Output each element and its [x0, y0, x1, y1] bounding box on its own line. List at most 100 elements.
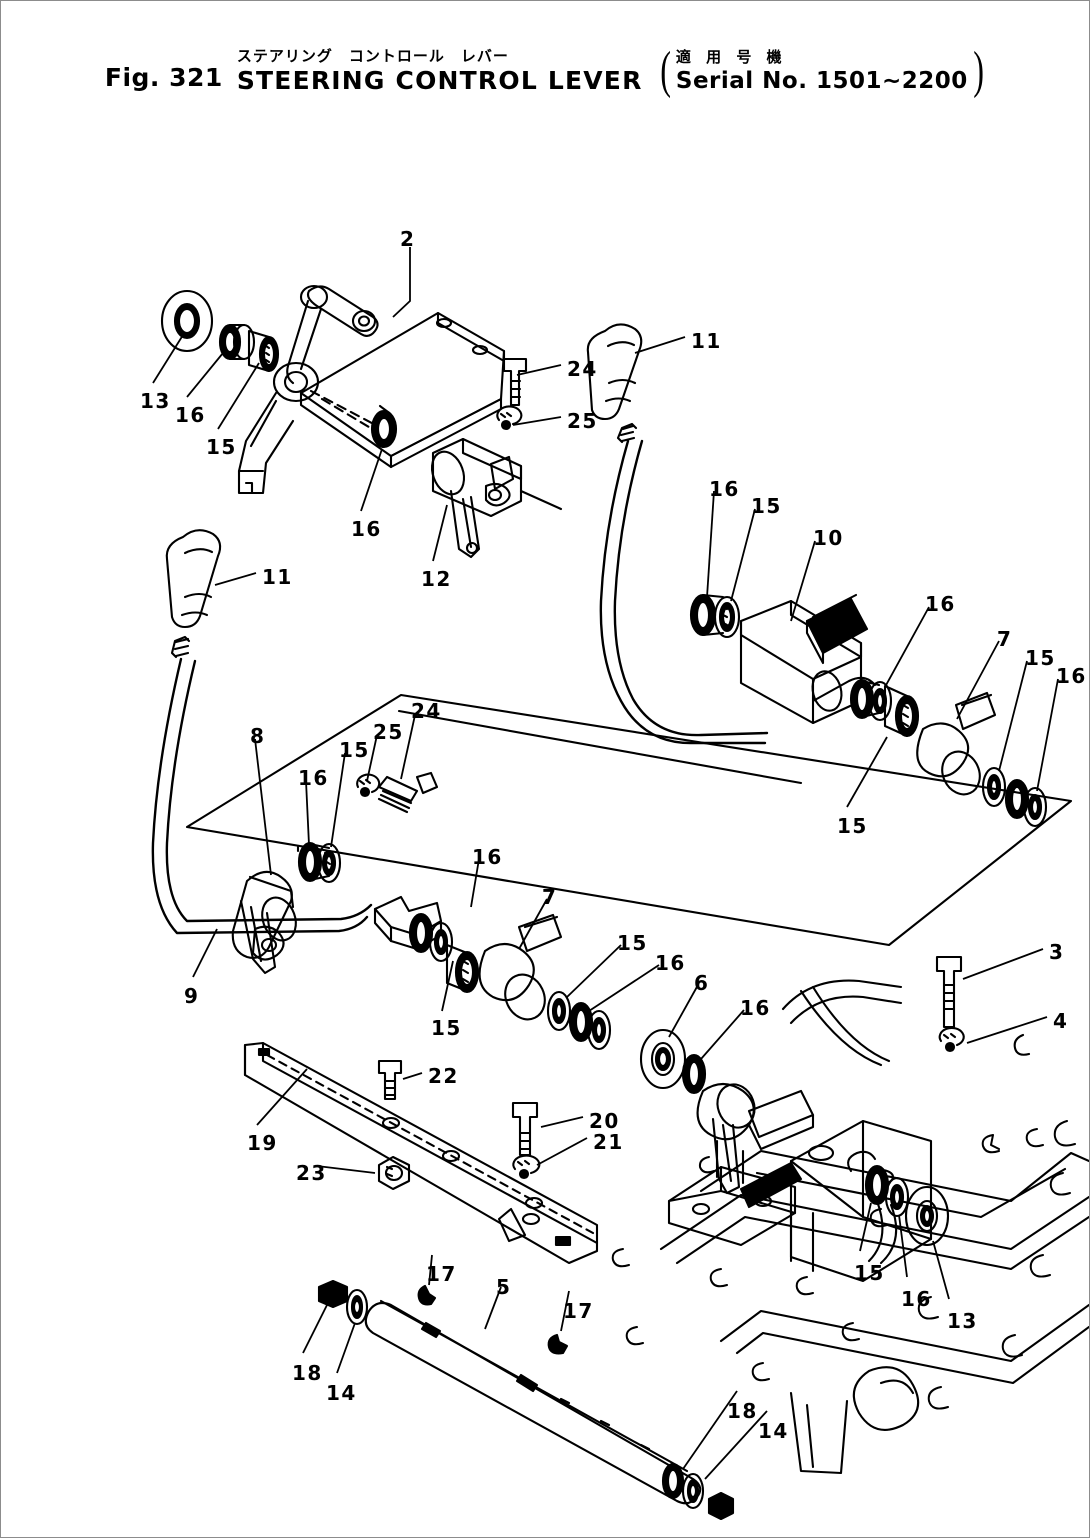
housing-mid-plate — [373, 895, 443, 937]
callout-24: 24 — [567, 357, 598, 381]
knob-11-left — [165, 529, 222, 629]
callout-9: 9 — [184, 984, 200, 1008]
figure-number: Fig. 321 — [104, 63, 223, 92]
rod-hole-4 — [521, 1212, 541, 1226]
callout-18: 18 — [292, 1361, 323, 1385]
callout-2: 2 — [400, 227, 416, 251]
frame-curve-a — [781, 979, 903, 1011]
serial-range: ( 適 用 号 機 Serial No. 1501~2200 ) — [657, 42, 988, 100]
callout-12: 12 — [421, 567, 452, 591]
bolt-20 — [511, 1101, 539, 1157]
japanese-subtitle: ステアリング コントロール レバー — [236, 47, 509, 65]
callout-21: 21 — [593, 1130, 624, 1154]
callout-5: 5 — [496, 1275, 512, 1299]
callout-3: 3 — [1049, 940, 1065, 964]
callout-10: 10 — [813, 526, 844, 550]
callout-19: 19 — [247, 1131, 278, 1155]
rod-hole-3 — [524, 1196, 544, 1210]
knob-11-right — [586, 323, 643, 421]
frame-link-curve — [799, 989, 883, 1067]
callout-16: 16 — [709, 477, 740, 501]
clip-17-right — [547, 1333, 569, 1355]
callout-16: 16 — [901, 1287, 932, 1311]
serial-japanese-label: 適 用 号 機 — [675, 48, 787, 66]
callout-15: 15 — [837, 814, 868, 838]
bracket-mid-right — [696, 1082, 755, 1141]
page-title: Fig. 321 ステアリング コントロール レバー STEERING CONT… — [1, 42, 1089, 100]
callout-15: 15 — [1025, 646, 1056, 670]
body-7-mid — [478, 942, 535, 1002]
callout-15: 15 — [431, 1016, 462, 1040]
callout-11: 11 — [262, 565, 293, 589]
callout-25: 25 — [373, 720, 404, 744]
callout-16: 16 — [740, 996, 771, 1020]
callout-14: 14 — [758, 1419, 789, 1443]
english-title: STEERING CONTROL LEVER — [236, 66, 643, 95]
frame-fasteners — [611, 1120, 1076, 1410]
callout-24: 24 — [411, 699, 442, 723]
callout-18: 18 — [727, 1399, 758, 1423]
tab-plate-right — [805, 597, 869, 655]
bearing-16-right-frame — [884, 1176, 910, 1218]
cross-shaft-5 — [364, 1301, 702, 1505]
callout-8: 8 — [250, 724, 266, 748]
lever-rod-9-left — [151, 657, 369, 935]
housing-bore-top — [807, 1144, 835, 1162]
snap-ring-4 — [938, 1026, 965, 1047]
snap-ring-21 — [512, 1154, 541, 1175]
callout-14: 14 — [326, 1381, 357, 1405]
bushing-15-left-stack — [316, 842, 342, 884]
frame-edge-lower — [719, 1303, 1089, 1363]
rod-hole-2 — [441, 1149, 461, 1163]
clamp-8 — [231, 870, 293, 959]
callout-16: 16 — [298, 766, 329, 790]
bracket-arm — [306, 285, 379, 337]
rod-hole-1 — [381, 1116, 401, 1130]
bearing-16-b — [232, 323, 256, 361]
bearing-16-end-r2 — [1022, 786, 1048, 828]
clip-17-left — [417, 1284, 437, 1306]
bracket-fork — [237, 391, 295, 495]
callout-7: 7 — [542, 885, 558, 909]
bracket-stem — [286, 299, 310, 385]
callout-16: 16 — [1056, 664, 1087, 688]
nut-18-right — [707, 1491, 735, 1521]
washer-13-outer — [160, 289, 214, 353]
callout-17: 17 — [563, 1299, 594, 1323]
nut-23 — [377, 1155, 411, 1191]
callout-11: 11 — [691, 329, 722, 353]
callout-7: 7 — [997, 627, 1013, 651]
pivot-boss — [272, 361, 320, 403]
callout-20: 20 — [589, 1109, 620, 1133]
bushing-15-mid-end — [546, 990, 572, 1032]
paren-open-icon: ( — [659, 42, 671, 100]
callout-16: 16 — [925, 592, 956, 616]
washer-6 — [639, 1028, 687, 1090]
callout-15: 15 — [206, 435, 237, 459]
callout-15: 15 — [854, 1261, 885, 1285]
bushing-14-left — [345, 1288, 369, 1326]
link-7-right — [916, 722, 970, 778]
clamp-12-tail — [449, 489, 481, 559]
bushing-14-right — [681, 1472, 705, 1510]
callout-15: 15 — [617, 931, 648, 955]
bearing-16-mid2 — [428, 921, 454, 963]
serial-number-range: Serial No. 1501~2200 — [675, 68, 968, 94]
callout-16: 16 — [351, 517, 382, 541]
plate-hole-a — [435, 317, 453, 329]
knurl-left — [170, 635, 191, 659]
callout-15: 15 — [751, 494, 782, 518]
callout-16: 16 — [175, 403, 206, 427]
plate-hole-b — [471, 344, 489, 356]
bolt-24-left — [377, 775, 419, 803]
callout-17: 17 — [426, 1262, 457, 1286]
callout-25: 25 — [567, 409, 598, 433]
frame-leg — [789, 1391, 849, 1475]
bushing-15-right-lever — [713, 595, 741, 639]
snap-ring-4-b — [1013, 1033, 1031, 1056]
body-7-stem — [517, 913, 563, 953]
tie-rod-19 — [243, 1041, 599, 1265]
bolt-3 — [935, 955, 963, 1029]
callout-16: 16 — [655, 951, 686, 975]
